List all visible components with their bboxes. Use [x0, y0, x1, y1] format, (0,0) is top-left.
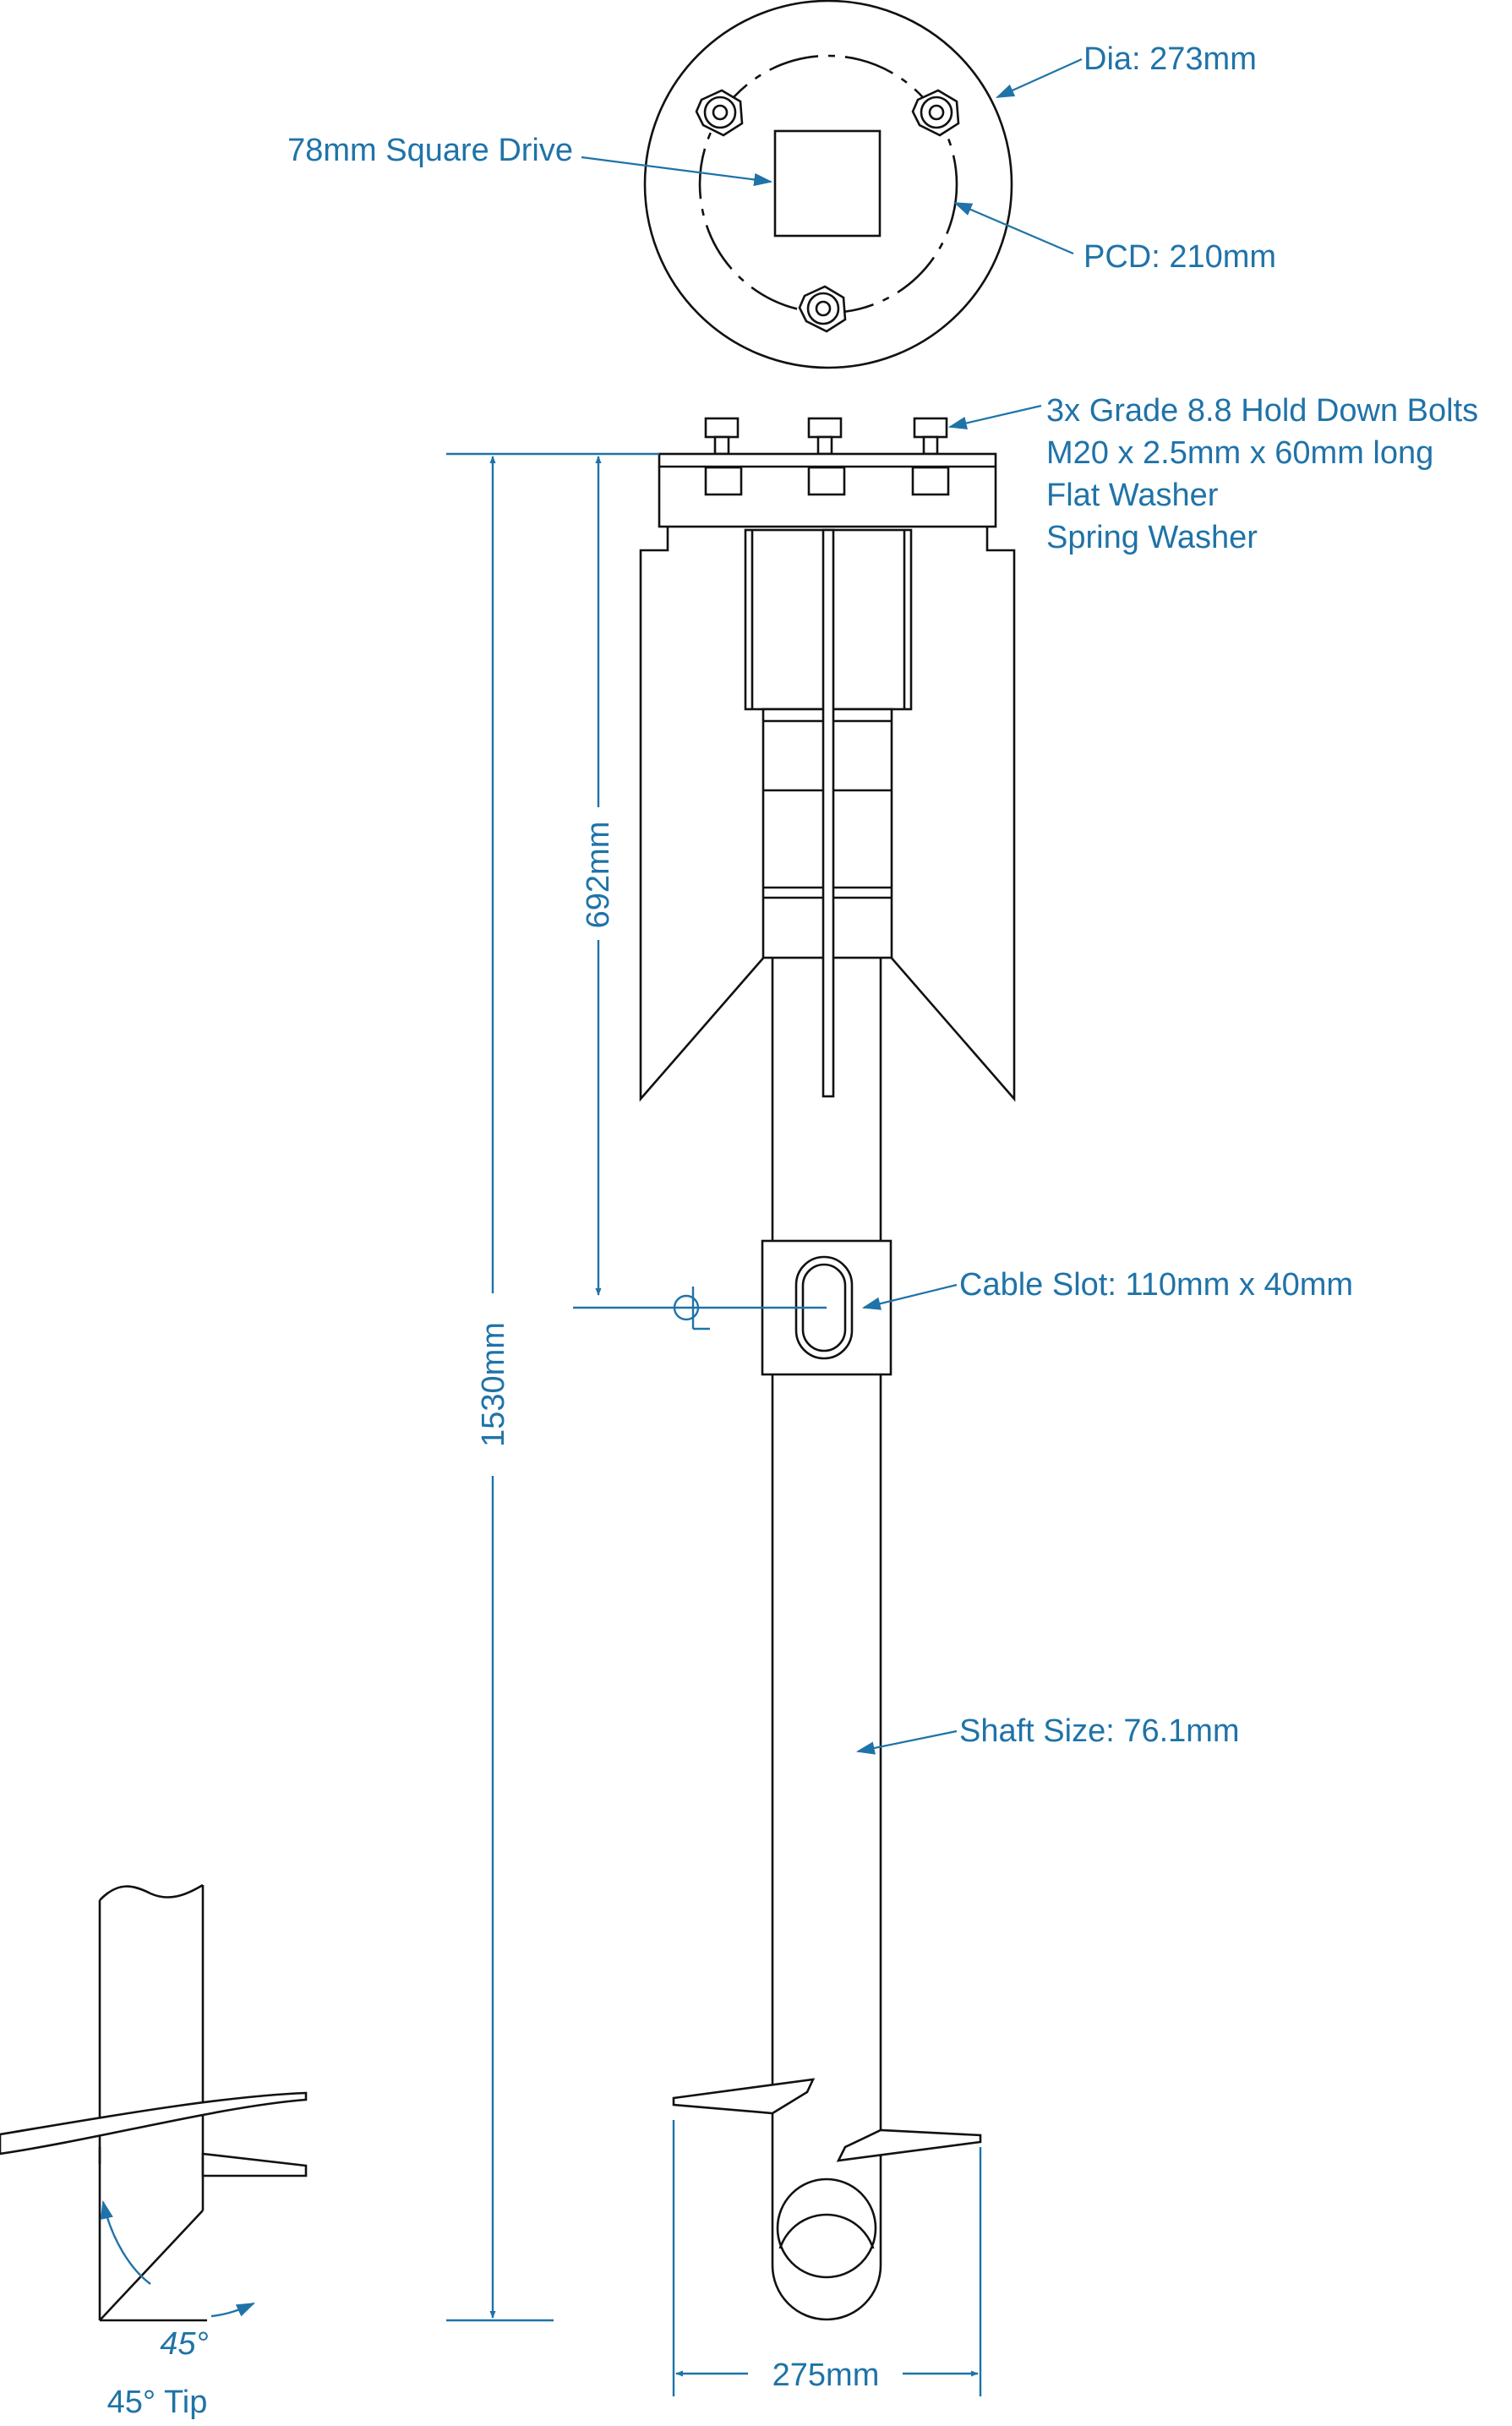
- dim-1530-label: 1530mm: [476, 1322, 511, 1447]
- tip-shaft-top-break: [99, 1883, 204, 1901]
- top-view: Dia: 273mm PCD: 210mm 78mm Square Drive: [287, 0, 1276, 369]
- pcd-leader: [953, 201, 1074, 255]
- helix-flight-lower: [836, 2128, 982, 2162]
- square-drive-label: 78mm Square Drive: [287, 133, 573, 168]
- bolt-middle-icon: [807, 417, 843, 456]
- dia-leader: [995, 57, 1083, 99]
- tip-view: 45° 45° Tip: [0, 1883, 308, 2420]
- pcd-label: PCD: 210mm: [1084, 239, 1276, 275]
- tip-angle-label: 45°: [160, 2326, 208, 2362]
- web-strip: [822, 528, 835, 1098]
- fin-right: [888, 527, 1016, 1102]
- nut-under-right-icon: [911, 466, 950, 496]
- cable-slot-label: Cable Slot: 110mm x 40mm: [959, 1267, 1353, 1303]
- side-view: 3x Grade 8.8 Hold Down Bolts M20 x 2.5mm…: [446, 393, 1478, 2396]
- dim-692-label: 692mm: [581, 822, 616, 929]
- bolts-label-line-4: Spring Washer: [1046, 520, 1258, 555]
- tip-caption: 45° Tip: [107, 2385, 208, 2420]
- centreline-symbol-icon: [673, 1287, 710, 1330]
- tip-helix-upper: [0, 2091, 308, 2156]
- base-plate-outline: [643, 0, 1013, 369]
- square-drive-leader: [581, 156, 773, 187]
- tip-bevel: [99, 2210, 204, 2321]
- nut-under-left-icon: [704, 466, 743, 496]
- bolts-label-line-1: 3x Grade 8.8 Hold Down Bolts: [1046, 393, 1478, 429]
- tip-helix-lower: [201, 2152, 308, 2177]
- dia-label: Dia: 273mm: [1084, 41, 1257, 77]
- square-drive: [773, 129, 882, 238]
- top-nut-bottom-icon: [798, 285, 847, 333]
- bolt-left-icon: [704, 417, 740, 456]
- fin-left: [639, 527, 767, 1102]
- cable-slot-leader: [861, 1283, 958, 1310]
- top-nut-right-icon: [911, 89, 960, 137]
- bolts-label-line-2: M20 x 2.5mm x 60mm long: [1046, 435, 1433, 471]
- tip-angle-arc: [100, 2199, 151, 2285]
- bolt-right-icon: [913, 417, 948, 456]
- helix-flight-upper: [672, 2078, 816, 2115]
- top-nut-left-icon: [695, 89, 744, 137]
- dim-275-label: 275mm: [772, 2358, 880, 2393]
- shaft-label: Shaft Size: 76.1mm: [959, 1713, 1240, 1749]
- nut-under-middle-icon: [807, 466, 846, 496]
- bolts-label-line-3: Flat Washer: [1046, 478, 1219, 513]
- shaft-leader: [855, 1729, 958, 1755]
- bolts-leader: [947, 404, 1042, 430]
